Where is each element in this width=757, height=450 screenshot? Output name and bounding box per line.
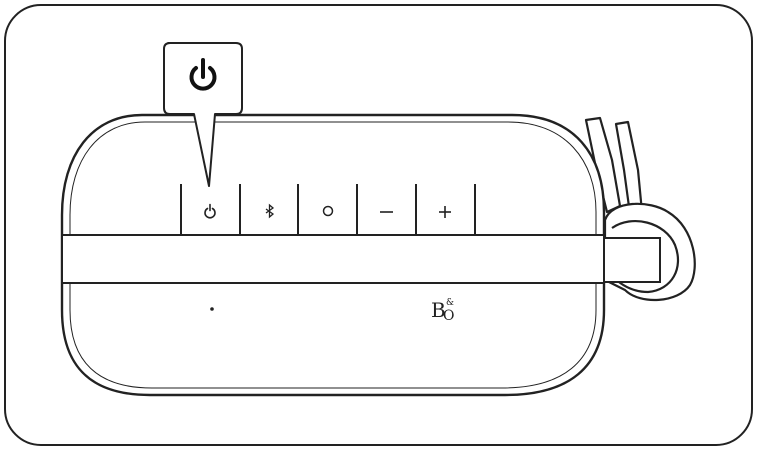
speaker-band [62,235,604,283]
logo-ampersand: & [446,298,454,308]
button-power[interactable] [182,186,239,234]
button-play[interactable] [299,186,356,234]
button-volume-down[interactable] [358,186,415,234]
brand-logo: B & O [431,298,454,324]
button-bluetooth[interactable] [241,186,297,234]
logo-o: O [443,308,454,324]
status-indicator-dot [210,307,214,311]
button-volume-up[interactable] [417,186,474,234]
strap-connector [604,238,660,282]
